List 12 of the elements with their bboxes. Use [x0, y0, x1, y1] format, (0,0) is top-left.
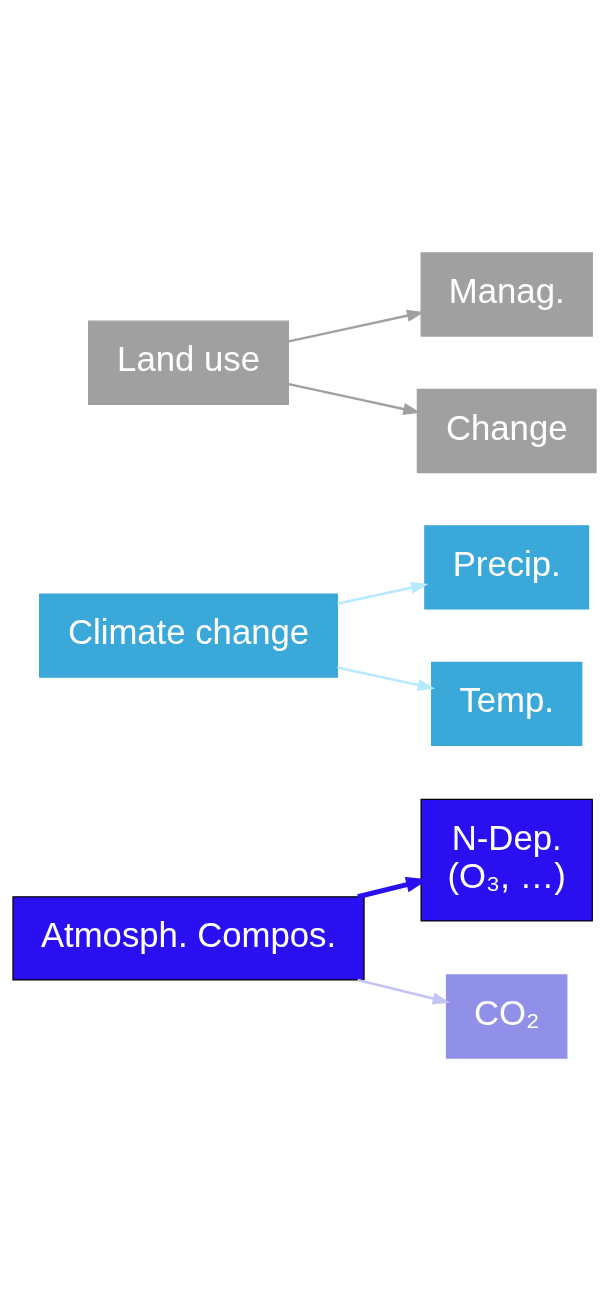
- node-box: Land use: [88, 320, 289, 405]
- node-box: Climate change: [39, 593, 338, 678]
- node-box: Manag.: [420, 251, 593, 337]
- node-box: Precip.: [424, 524, 590, 610]
- node-box: Change: [416, 388, 597, 473]
- arrow: [357, 978, 450, 1004]
- arrow: [337, 581, 429, 605]
- node-box: Temp.: [431, 661, 583, 746]
- node-box: Atmosph. Compos.: [12, 895, 365, 980]
- arrow: [337, 665, 435, 691]
- node-box: CO₂: [445, 973, 568, 1059]
- node-box: N-Dep. (O₃, …): [420, 798, 593, 922]
